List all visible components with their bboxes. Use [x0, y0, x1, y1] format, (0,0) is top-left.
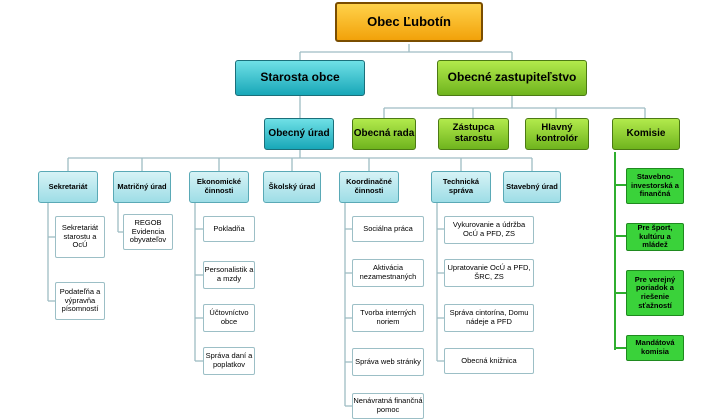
item-uctovnictvo: Účtovníctvo obce: [203, 304, 255, 332]
item-sprava-dani: Správa daní a poplatkov: [203, 347, 255, 375]
item-personalistika: Personalistik a a mzdy: [203, 261, 255, 289]
item-aktivacia: Aktivácia nezamestnaných: [352, 259, 424, 287]
komisie-node: Komisie: [612, 118, 680, 150]
item-pokladna: Pokladňa: [203, 216, 255, 242]
item-vykurovanie: Vykurovanie a údržba OcÚ a PFD, ZS: [444, 216, 534, 244]
item-socialna-praca: Sociálna práca: [352, 216, 424, 242]
zastupca-node: Zástupca starostu: [438, 118, 509, 150]
dept-sekretariat: Sekretariát: [38, 171, 98, 203]
commission-stavebno-investorska: Stavebno-investorská a finančná: [626, 168, 684, 204]
item-obecna-kniznica: Obecná knižnica: [444, 348, 534, 374]
kontrolor-node: Hlavný kontrolór: [525, 118, 589, 150]
item-sprava-cintorina: Správa cintorína, Domu nádeje a PFD: [444, 304, 534, 332]
commission-mandatova: Mandátová komisia: [626, 335, 684, 361]
item-upratovanie: Upratovanie OcÚ a PFD, ŠRC, ZS: [444, 259, 534, 287]
zastupitelstvo-node: Obecné zastupiteľstvo: [437, 60, 587, 96]
item-web-stranka: Správa web stránky: [352, 348, 424, 376]
rada-node: Obecná rada: [352, 118, 416, 150]
commission-verejny-poriadok: Pre verejný poriadok a riešenie sťažnost…: [626, 270, 684, 316]
urad-node: Obecný úrad: [264, 118, 334, 150]
item-nenavratna-pomoc: Nenávratná finančná pomoc: [352, 393, 424, 419]
root-node: Obec Ľubotín: [335, 2, 483, 42]
item-podatelna: Podateľňa a výpravňa písomností: [55, 282, 105, 320]
dept-technicka-sprava: Technická správa: [431, 171, 491, 203]
starosta-node: Starosta obce: [235, 60, 365, 96]
dept-ekonomicke-cinnosti: Ekonomické činnosti: [189, 171, 249, 203]
dept-koordinacne-cinnosti: Koordinačné činnosti: [339, 171, 399, 203]
item-tvorba-noriem: Tvorba interných noriem: [352, 304, 424, 332]
dept-stavebny-urad: Stavebný úrad: [503, 171, 561, 203]
item-regob: REGOB Evidencia obyvateľov: [123, 214, 173, 250]
commission-sport-kultura: Pre šport, kultúru a mládež: [626, 223, 684, 251]
item-sekretariat-starostu: Sekretariát starostu a OcÚ: [55, 216, 105, 258]
dept-matricny-urad: Matričný úrad: [113, 171, 171, 203]
dept-skolsky-urad: Školský úrad: [263, 171, 321, 203]
